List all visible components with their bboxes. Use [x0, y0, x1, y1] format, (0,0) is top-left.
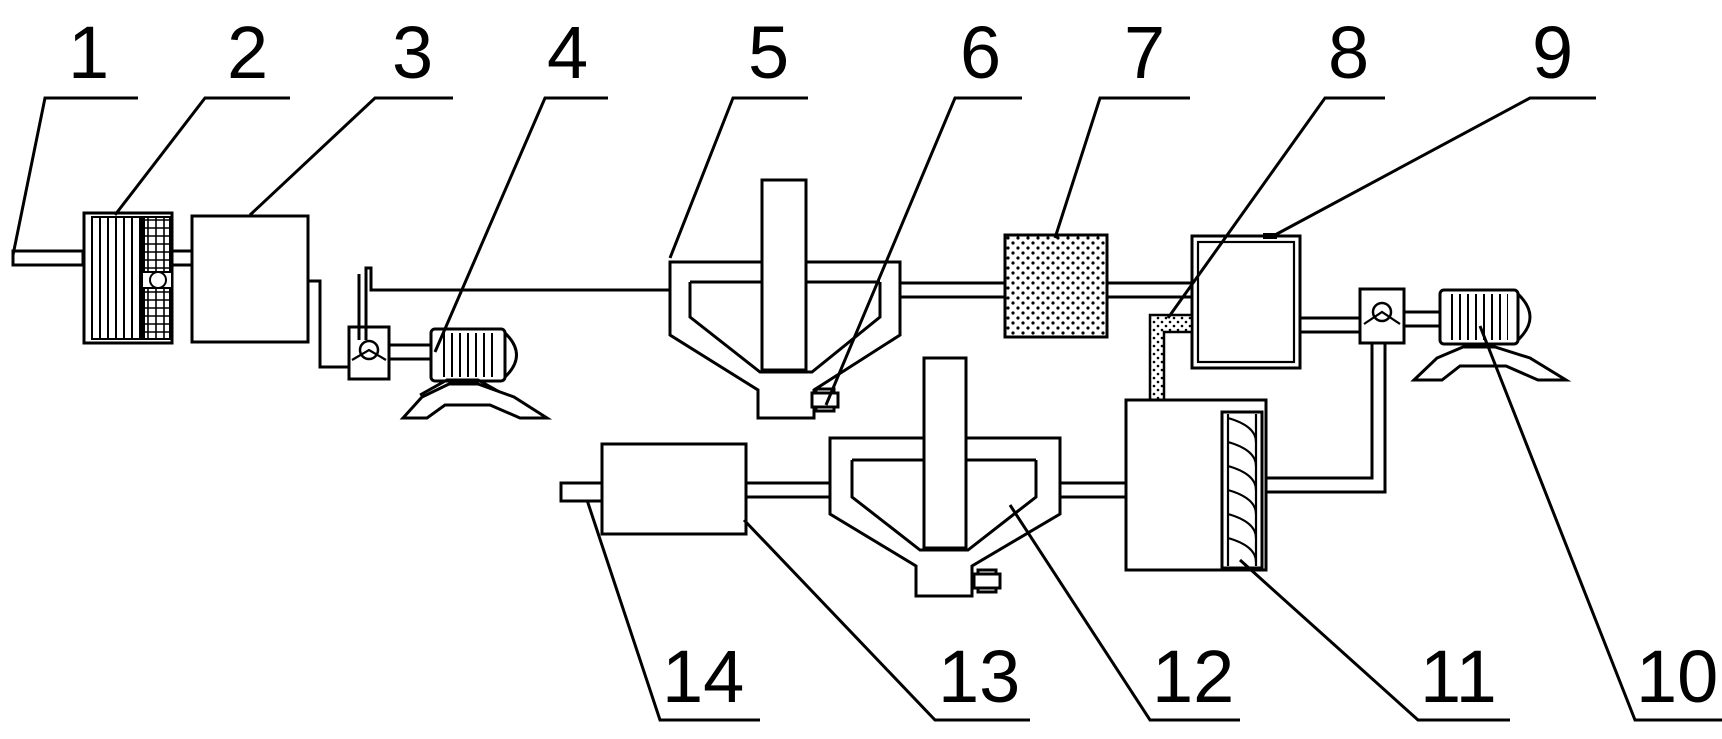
motor-10: [1402, 288, 1572, 382]
screw-tank-11: [1124, 398, 1268, 572]
label-3: 3: [392, 11, 433, 94]
tank-13: [600, 442, 748, 536]
filter-7: [1003, 233, 1109, 339]
label-1: 1: [68, 11, 109, 94]
label-8: 8: [1328, 11, 1369, 94]
label-9: 9: [1532, 11, 1573, 94]
callout-labels: 1 2 3 4 5 6 7 8 9 10 11 12 13 14: [68, 11, 1718, 718]
label-12: 12: [1152, 635, 1234, 718]
clarifier-5: [668, 178, 902, 420]
pipe-8: [1148, 313, 1194, 402]
label-6: 6: [960, 11, 1001, 94]
leader-lines: [11, 96, 1722, 722]
label-7: 7: [1124, 11, 1165, 94]
motor-4: [387, 327, 553, 420]
valve-6: [810, 387, 840, 413]
label-11: 11: [1420, 635, 1497, 718]
box-9: [1190, 233, 1302, 370]
pipe-10-to-11: [1262, 343, 1374, 480]
label-4: 4: [547, 11, 588, 94]
valve-12: [972, 568, 1002, 594]
label-13: 13: [938, 635, 1020, 718]
tank-3: [190, 214, 310, 344]
label-2: 2: [227, 11, 268, 94]
pump-valve-10: [1358, 287, 1406, 345]
clarifier-12: [828, 356, 1062, 598]
pipe-4-to-5: [364, 266, 670, 340]
outlet-pipe-14: [559, 481, 605, 503]
pipe-5-to-7: [898, 281, 1007, 299]
pump-valve-4: [347, 325, 391, 381]
grille-screen-unit: [82, 211, 174, 345]
pipe-3-to-4: [308, 279, 352, 369]
pipe-7-to-9: [1105, 281, 1195, 299]
label-5: 5: [748, 11, 789, 94]
label-14: 14: [662, 635, 744, 718]
label-10: 10: [1636, 635, 1718, 718]
